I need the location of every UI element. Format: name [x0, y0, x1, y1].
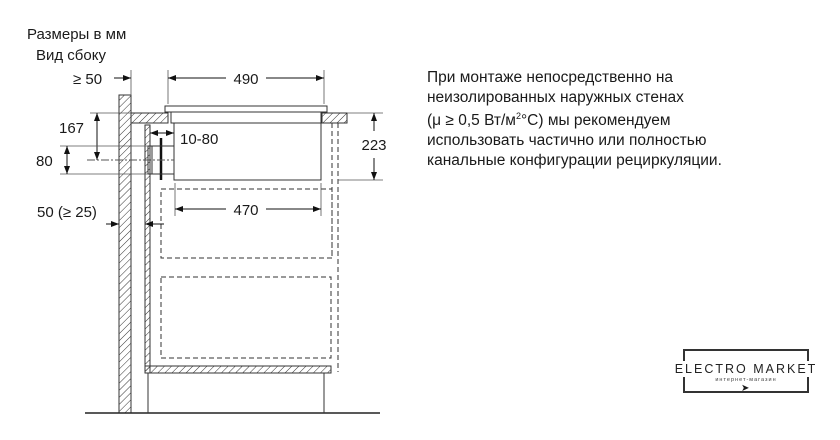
dim-width-490: 490: [233, 71, 258, 88]
note-line: При монтаже непосредственно на: [427, 69, 674, 86]
caption-side-view: Вид сбоку: [36, 47, 106, 64]
dim-wall-gap: ≥ 50: [73, 71, 102, 88]
dim-167: 167: [59, 120, 84, 137]
cooktop-frame: [170, 111, 322, 124]
cooktop-glass: [164, 105, 328, 113]
note-line: (μ ≥ 0,5 Вт/м2°C) мы рекомендуем: [427, 107, 722, 131]
cursor-icon: ➤: [741, 383, 750, 394]
installation-note: При монтаже непосредственно на неизолиро…: [427, 68, 722, 170]
dim-rear-gap: 50 (≥ 25): [37, 204, 97, 221]
cabinet-bottom: [144, 365, 332, 374]
extractor-unit: [173, 122, 322, 181]
countertop-left: [130, 112, 169, 124]
logo-subtitle: интернет-магазин: [715, 377, 777, 383]
note-text: (μ ≥ 0,5 Вт/м: [427, 112, 516, 130]
dim-inner-470: 470: [233, 202, 258, 219]
electro-market-logo: ELECTRO MARKET интернет-магазин ➤: [675, 349, 815, 394]
countertop-right: [321, 112, 348, 124]
note-superscript: 2: [515, 111, 521, 122]
logo-title: ELECTRO MARKET: [674, 362, 818, 376]
wall: [118, 94, 132, 414]
dim-duct-80: 80: [36, 153, 53, 170]
cabinet-side-panel: [144, 124, 151, 374]
note-text: °C) мы рекомендуем: [520, 112, 671, 130]
drawer-upper: [160, 188, 333, 259]
dim-height-223: 223: [361, 137, 386, 154]
note-line: неизолированных наружных стенах: [427, 88, 684, 106]
drawer-lower: [160, 276, 332, 359]
dim-gap-10-80: 10-80: [180, 131, 218, 148]
caption-dimensions: Размеры в мм: [27, 26, 126, 43]
note-line: использовать частично или полностью: [427, 131, 707, 149]
note-line: канальные конфигурации рециркуляции.: [427, 151, 722, 169]
